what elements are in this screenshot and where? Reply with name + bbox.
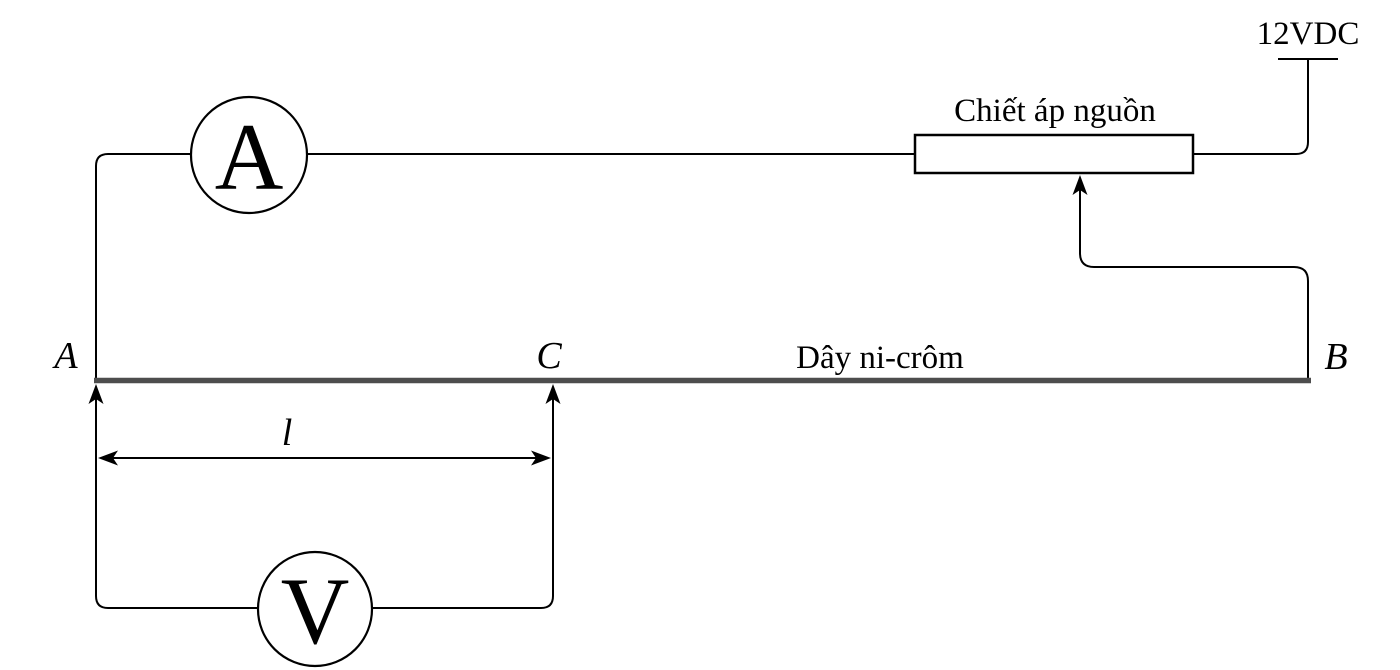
- supply-voltage-label: 12VDC: [1257, 16, 1360, 52]
- probe-a-arrowhead-icon: [88, 384, 104, 404]
- probe-wire-a-to-voltmeter: [95, 399, 258, 609]
- wire-potentiometer-to-supply: [1193, 60, 1309, 155]
- point-c-label: C: [536, 335, 562, 377]
- length-arrowhead-right-icon: [531, 450, 551, 466]
- point-a-label: A: [51, 335, 78, 377]
- nichrome-wire-caption: Dây ni-crôm: [796, 340, 964, 376]
- probe-wire-c-to-voltmeter: [372, 399, 554, 609]
- wire-wiper-to-b: [1079, 252, 1309, 378]
- wire-a-to-ammeter: [95, 153, 191, 378]
- potentiometer-body: [913, 133, 1195, 175]
- ammeter-letter: A: [215, 104, 284, 210]
- voltmeter-letter: V: [281, 558, 350, 664]
- potentiometer-caption: Chiết áp nguồn: [954, 93, 1156, 129]
- length-arrowhead-left-icon: [98, 450, 118, 466]
- wiper-arrowhead-icon: [1072, 175, 1088, 195]
- length-label: l: [282, 412, 293, 454]
- probe-c-arrowhead-icon: [545, 384, 561, 404]
- point-b-label: B: [1324, 336, 1347, 378]
